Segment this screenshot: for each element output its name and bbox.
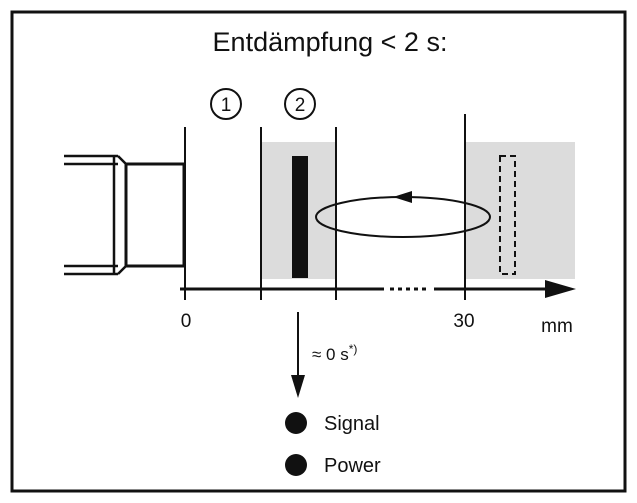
power-indicator-icon — [285, 454, 307, 476]
legend-power: Power — [285, 454, 381, 477]
motion-arrowhead — [393, 191, 412, 203]
far-zone-shade — [465, 142, 575, 279]
timing-label: ≈ 0 s*) — [312, 342, 357, 364]
target-plate-initial — [499, 155, 516, 275]
tick-label-0: 0 — [181, 311, 192, 332]
legend-power-label: Power — [324, 455, 381, 477]
legend-signal-label: Signal — [324, 413, 380, 435]
tick-label-30: 30 — [453, 311, 474, 332]
timing-value: ≈ 0 s — [312, 345, 349, 364]
distance-axis-arrowhead — [545, 280, 576, 298]
target-plate — [292, 156, 308, 278]
diagram-title: Entdämpfung < 2 s: — [213, 27, 448, 57]
legend-signal: Signal — [285, 412, 380, 435]
zone-1-number: 1 — [221, 95, 232, 116]
zone-1-marker: 1 — [210, 88, 242, 120]
axis-unit: mm — [541, 316, 573, 337]
zone-2-number: 2 — [295, 95, 306, 116]
timing-footnote: *) — [349, 342, 358, 356]
sensor-body — [64, 154, 186, 276]
timing-arrowhead — [291, 375, 305, 398]
signal-indicator-icon — [285, 412, 307, 434]
zone-2-marker: 2 — [284, 88, 316, 120]
